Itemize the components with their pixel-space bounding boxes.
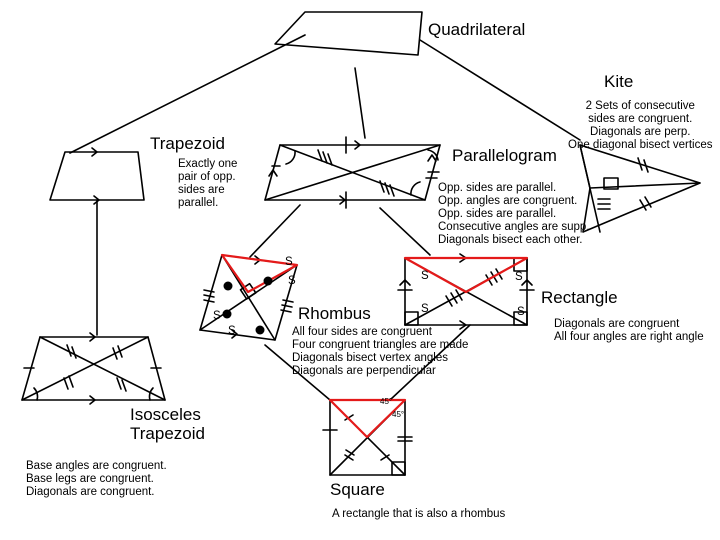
rhombus-s-mark-4: S <box>228 325 236 337</box>
rhombus-s-mark-2: S <box>288 275 296 287</box>
rectangle-s-mark-2: S <box>515 271 523 283</box>
rectangle-s-mark-1: S <box>421 270 429 282</box>
connector-quad-kite <box>419 39 581 141</box>
parallelogram-diagonal-ticks <box>317 149 395 197</box>
rhombus-title: Rhombus <box>298 304 371 323</box>
isosceles-trapezoid-properties: Base angles are congruent. Base legs are… <box>26 460 167 498</box>
rhombus-properties: All four sides are congruent Four congru… <box>292 326 469 377</box>
isosceles-trapezoid-ticks <box>23 344 162 392</box>
isosceles-trapezoid-title: Isosceles Trapezoid <box>130 405 205 444</box>
rectangle-title: Rectangle <box>541 288 618 307</box>
trapezoid-title: Trapezoid <box>150 134 225 153</box>
rhombus-s-mark-3: S <box>213 310 221 322</box>
rhombus-shape <box>199 254 298 341</box>
square-angle-label-1: 45° <box>380 397 393 406</box>
parallelogram-tick-marks <box>271 136 440 209</box>
rectangle-red-triangle <box>403 256 529 294</box>
square-angle-label-2: 45° <box>392 410 405 419</box>
rectangle-properties: Diagonals are congruent All four angles … <box>554 318 704 343</box>
square-properties: A rectangle that is also a rhombus <box>332 508 506 520</box>
trapezoid-shape <box>49 151 145 201</box>
rectangle-s-mark-4: S <box>421 303 429 315</box>
isosceles-trapezoid-shape <box>21 332 166 405</box>
parallelogram-shape <box>264 136 441 209</box>
kite-properties: 2 Sets of consecutive sides are congruen… <box>568 100 713 151</box>
rhombus-side-ticks <box>203 289 294 313</box>
rhombus-red-triangle <box>220 253 299 294</box>
quadrilateral-shape <box>274 11 423 56</box>
parallelogram-angle-arcs <box>285 149 439 196</box>
connector-lines <box>69 34 581 401</box>
rhombus-dots <box>222 276 273 335</box>
square-title: Square <box>330 480 385 499</box>
kite-shape <box>579 144 701 233</box>
connector-rhombus-square <box>264 344 331 401</box>
connector-quad-trapezoid <box>69 34 306 154</box>
parallelogram-properties: Opp. sides are parallel. Opp. angles are… <box>438 182 590 246</box>
kite-title: Kite <box>604 72 634 91</box>
connector-para-rectangle <box>379 207 431 256</box>
rhombus-s-mark-1: S <box>285 256 293 268</box>
connector-quad-parallelogram <box>354 67 366 139</box>
parallelogram-parallel-marks <box>268 140 437 205</box>
connector-para-rhombus <box>249 204 301 258</box>
trapezoid-parallel-marks <box>91 147 100 205</box>
square-red-triangle <box>328 398 407 439</box>
rectangle-s-mark-3: S <box>517 306 525 318</box>
trapezoid-properties: Exactly one pair of opp. sides are paral… <box>178 158 238 209</box>
quadrilateral-title: Quadrilateral <box>428 20 526 39</box>
parallelogram-title: Parallelogram <box>452 146 557 165</box>
connector-rectangle-square <box>389 324 471 401</box>
